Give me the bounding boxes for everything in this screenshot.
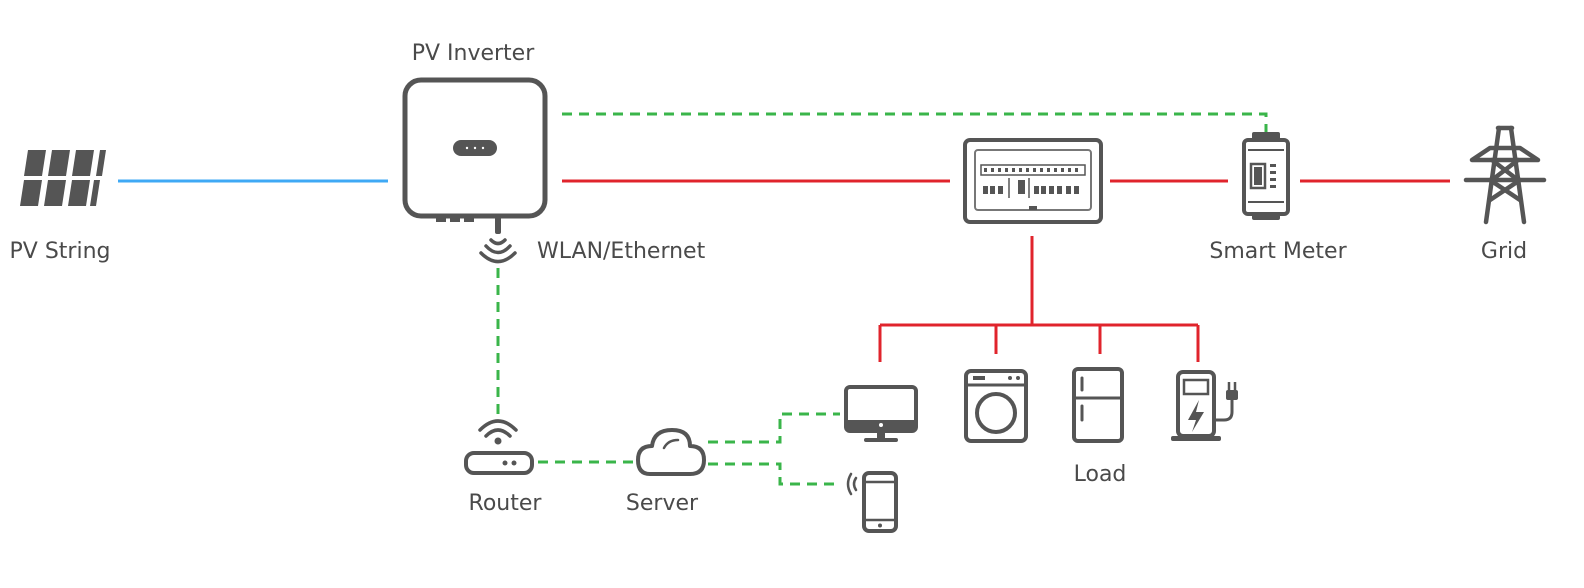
- monitor-icon: [844, 385, 918, 442]
- comm-connection-lines: [496, 112, 1268, 486]
- wlan-ethernet-label: WLAN/Ethernet: [537, 239, 706, 264]
- phone-icon: [846, 471, 898, 533]
- router-icon: [464, 419, 534, 475]
- ac-connection-lines: [562, 179, 1450, 362]
- load-label: Load: [1074, 462, 1127, 487]
- pv-inverter-label: PV Inverter: [412, 41, 536, 66]
- power-tower-icon: [1463, 125, 1547, 225]
- washing-machine-icon: [964, 369, 1028, 443]
- cloud-icon: [636, 428, 706, 476]
- grid-label: Grid: [1481, 239, 1527, 264]
- fridge-icon: [1072, 367, 1124, 443]
- router-label: Router: [469, 491, 543, 516]
- server-label: Server: [626, 491, 699, 516]
- distribution-box-icon: [963, 138, 1103, 224]
- comm-line-server-to-phone: [708, 462, 840, 486]
- solar-panel-icon: [20, 150, 106, 206]
- inverter-icon: [402, 77, 548, 234]
- ev-charger-icon: [1171, 370, 1238, 441]
- pv-string-label: PV String: [10, 239, 111, 264]
- wifi-icon: [479, 238, 517, 264]
- smart-meter-label: Smart Meter: [1209, 239, 1347, 264]
- comm-line-server-to-monitor: [708, 412, 840, 444]
- smart-meter-icon: [1242, 132, 1290, 220]
- comm-line-inverter-to-meter: [562, 112, 1268, 132]
